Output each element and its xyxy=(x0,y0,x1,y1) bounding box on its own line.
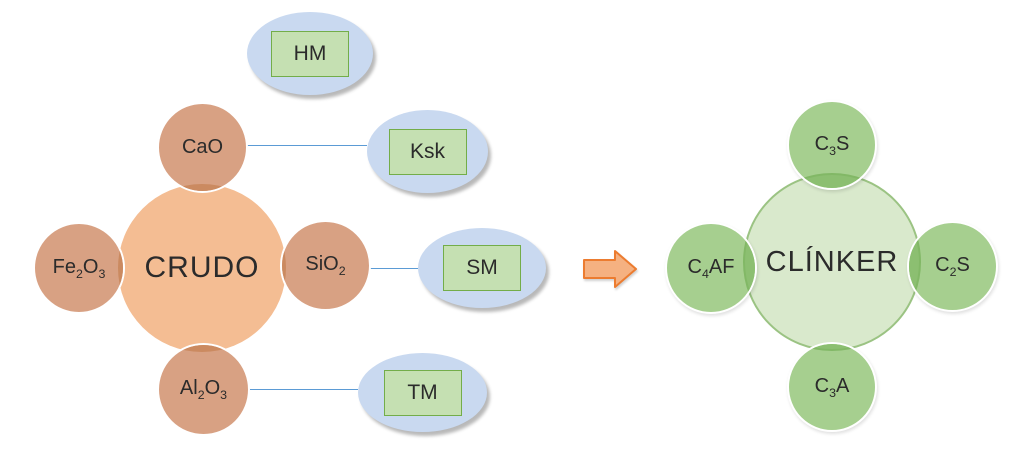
al2o3-label: Al2O3 xyxy=(179,377,228,402)
c2s-circle: C2S xyxy=(907,221,998,312)
transform-arrow xyxy=(582,249,638,289)
tm-ellipse: TM xyxy=(358,353,487,432)
c3a-circle: C3A xyxy=(787,342,877,432)
hm-box: HM xyxy=(271,30,349,77)
hm-ellipse: HM xyxy=(247,12,373,95)
cao-circle: CaO xyxy=(157,102,248,193)
tm-label: TM xyxy=(407,380,438,404)
fe2o3-label: Fe2O3 xyxy=(52,255,106,281)
sio2-circle: SiO2 xyxy=(280,220,371,311)
al2o3-circle: Al2O3 xyxy=(157,343,250,436)
cao-overlap-lens xyxy=(159,183,246,191)
ksk-label: Ksk xyxy=(409,139,445,163)
c2s-label: C2S xyxy=(935,254,970,279)
c3s-circle: C3S xyxy=(787,100,877,190)
clinker-label: CLÍNKER xyxy=(765,245,899,278)
c4af-overlap-lens xyxy=(742,224,755,312)
connector-cao-ksk xyxy=(244,145,367,146)
connector-al2o3-tm xyxy=(244,389,358,390)
sm-box: SM xyxy=(443,245,521,291)
al2o3-overlap-lens xyxy=(159,345,248,352)
sm-ellipse: SM xyxy=(418,228,546,308)
c2s-overlap-lens xyxy=(909,223,921,310)
tm-box: TM xyxy=(383,369,462,416)
connector-sio2-sm xyxy=(362,268,418,269)
sio2-overlap-lens xyxy=(282,222,286,309)
clinker-hub-circle: CLÍNKER xyxy=(743,173,921,351)
c3a-overlap-lens xyxy=(789,344,875,351)
c4af-label: C4AF xyxy=(687,255,735,281)
fe2o3-overlap-lens xyxy=(117,224,123,312)
cao-label: CaO xyxy=(181,136,224,158)
crudo-hub-circle: CRUDO xyxy=(118,184,286,352)
sio2-label: SiO2 xyxy=(305,253,346,278)
c3a-label: C3A xyxy=(814,374,850,400)
c3s-overlap-lens xyxy=(789,172,875,188)
hm-label: HM xyxy=(293,41,327,65)
crudo-label: CRUDO xyxy=(144,251,260,284)
fe2o3-circle: Fe2O3 xyxy=(33,222,125,314)
right-arrow-icon xyxy=(583,250,637,288)
ksk-box: Ksk xyxy=(388,128,467,175)
c4af-circle: C4AF xyxy=(665,222,757,314)
ksk-ellipse: Ksk xyxy=(367,110,488,193)
sm-label: SM xyxy=(466,256,498,279)
c3s-label: C3S xyxy=(814,132,850,158)
